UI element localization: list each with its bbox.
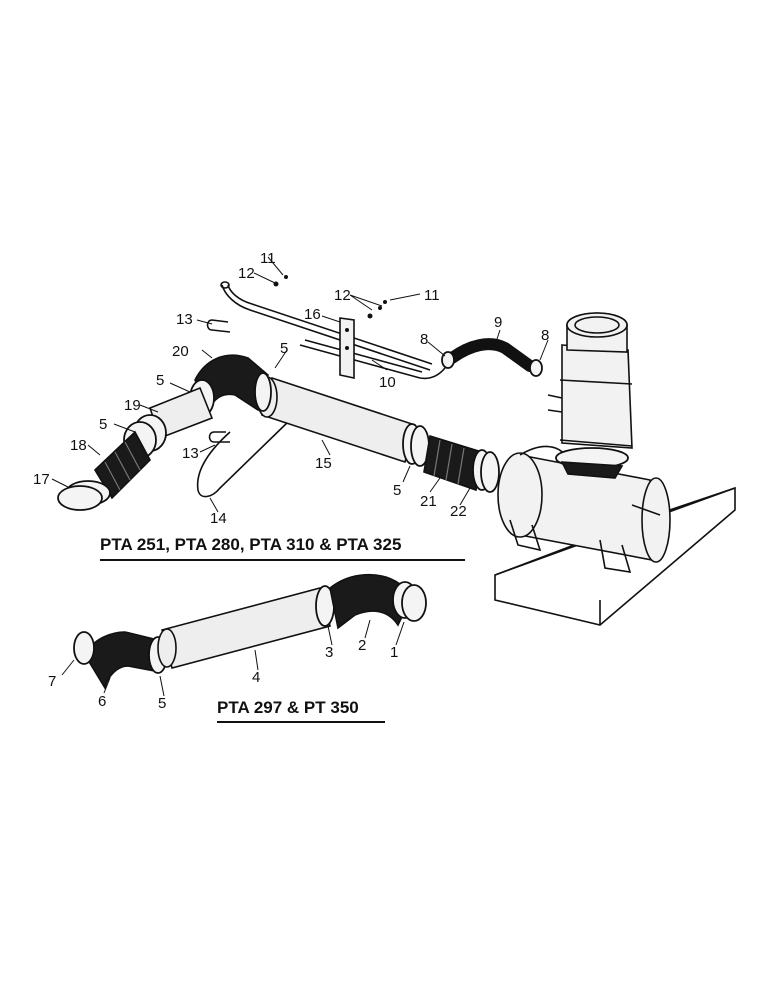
upper-intake-pipe [57,354,500,511]
callout-13-b: 13 [182,445,199,462]
callout-8-b: 8 [541,327,549,344]
callout-20: 20 [172,343,189,360]
rubber-hose-9 [441,338,543,377]
mounting-bracket [339,317,355,379]
u-clip [206,319,231,443]
callout-18: 18 [70,437,87,454]
model-label-upper: PTA 251, PTA 280, PTA 310 & PTA 325 [100,535,401,554]
callout-14: 14 [210,510,227,527]
lower-intake-pipe [73,573,427,691]
callout-6: 6 [98,693,106,710]
air-cleaner-housing [494,312,736,626]
model-label-lower: PTA 297 & PT 350 [217,698,359,717]
assembly-label-upper: PTA 251, PTA 280, PTA 310 & PTA 325 [100,535,465,561]
callout-10: 10 [379,374,396,391]
callout-13-a: 13 [176,311,193,328]
callout-9: 9 [494,314,502,331]
callout-19: 19 [124,397,141,414]
callout-7: 7 [48,673,56,690]
callout-4: 4 [252,669,260,686]
callout-2: 2 [358,637,366,654]
callout-3: 3 [325,644,333,661]
vacuator-tube [220,281,446,380]
leader-lines [51,256,549,697]
callout-12-a: 12 [238,265,255,282]
callout-5-b: 5 [156,372,164,389]
callout-21: 21 [420,493,437,510]
callout-5-a: 5 [280,340,288,357]
callout-5-c: 5 [99,416,107,433]
assembly-label-lower: PTA 297 & PT 350 [217,698,385,723]
callout-12-b: 12 [334,287,351,304]
callout-11-a: 11 [260,250,276,267]
wire-loop [196,419,291,498]
callout-16: 16 [304,306,321,323]
callout-8-a: 8 [420,331,428,348]
callout-17: 17 [33,471,50,488]
callout-labels: 11 12 12 11 13 16 9 8 8 20 5 10 5 19 5 1… [33,250,549,712]
callout-11-b: 11 [424,287,440,304]
callout-15: 15 [315,455,332,472]
callout-5-e: 5 [158,695,166,712]
callout-1: 1 [390,644,398,661]
callout-22: 22 [450,503,467,520]
callout-5-d: 5 [393,482,401,499]
hardware-screws [273,275,387,319]
